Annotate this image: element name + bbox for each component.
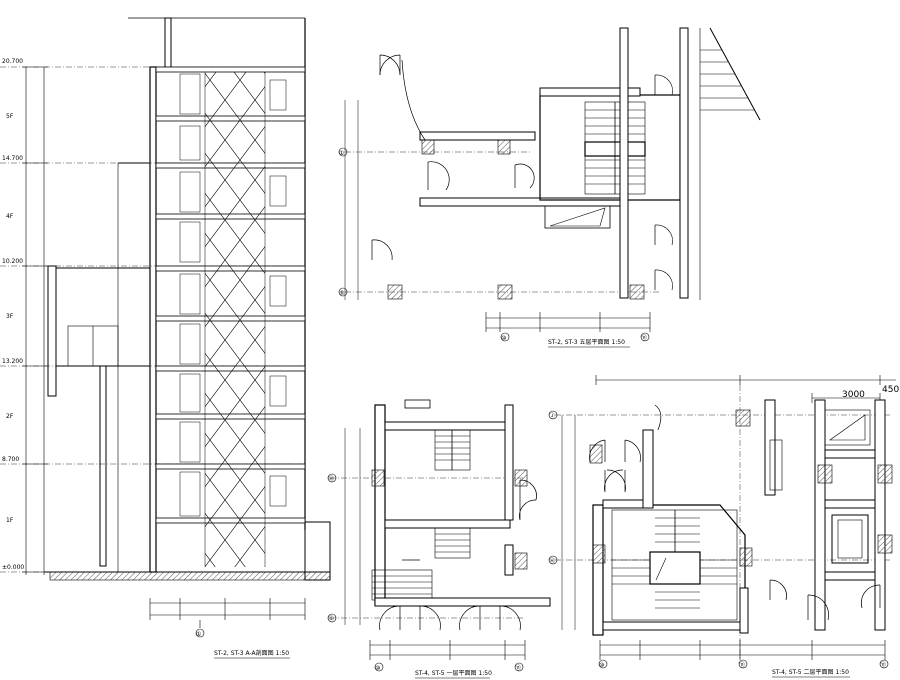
axis-label: ⑪ [515,664,521,672]
level-label: ±0.000 [2,564,24,571]
axis-label: ⑩ [375,665,380,672]
level-label: 10.200 [2,258,23,265]
plan-caption: ST-4, ST-5 一层平面图 1:50 [415,670,492,677]
axis-label: ① [196,631,201,638]
axis-label: ① [339,150,344,157]
plan-caption: ST-4, ST-5 二层平面图 1:50 [772,669,849,676]
plan-first-floor: Ⓗ Ⓖ [327,399,551,679]
axis-label: ⑩ [599,662,604,669]
plan-second-floor: 3000 450 Ⓙ Ⓗ [548,375,899,678]
axis-label: Ⓙ [549,412,555,420]
axis-label: ⑪ [739,661,745,669]
axis-label: ⑩ [501,335,506,342]
section-caption: ST-2, ST-3 A-A剖面图 1:50 [214,649,289,657]
plan-fifth-floor: ① ® [338,27,761,348]
axis-label: ⑪ [641,334,647,342]
level-label: 14.700 [2,155,23,162]
level-label: 13.200 [2,358,23,365]
axis-label: Ⓖ [328,615,334,623]
axis-label: Ⓗ [328,475,334,483]
axis-label: ⑪ [880,661,886,669]
axis-label: Ⓗ [549,557,555,565]
floor-label: 5F [6,113,14,120]
floor-label: 1F [6,517,14,524]
dimension-label: 450 [882,385,899,395]
axis-label: ® [339,290,345,297]
level-label: 20.700 [2,58,23,65]
dimension-label: 3000 [842,390,865,400]
plan-caption: ST-2, ST-3 五层平面图 1:50 [548,339,625,346]
floor-label: 2F [6,413,14,420]
floor-label: 4F [6,213,14,220]
level-label: 8.700 [2,456,19,463]
floor-label: 3F [6,313,14,320]
section-drawing: 20.700 14.700 10.200 13.200 8.700 ±0.000… [0,17,331,659]
